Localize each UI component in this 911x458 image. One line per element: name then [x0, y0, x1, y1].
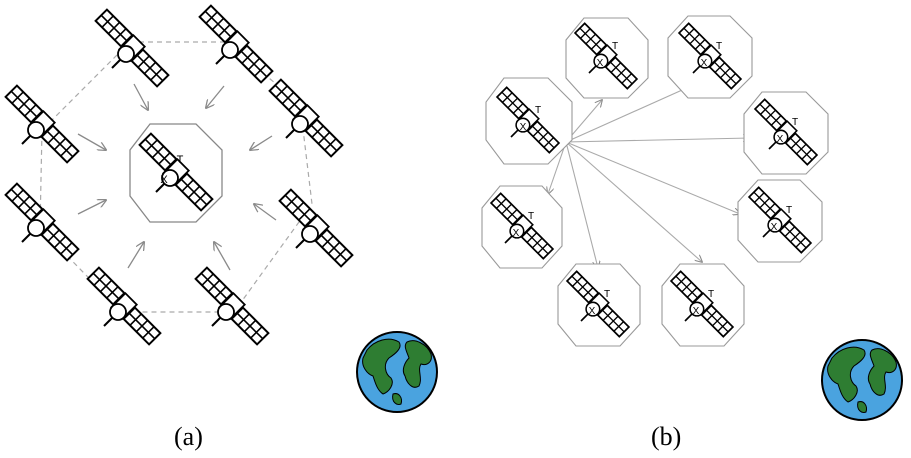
node: X T	[667, 15, 753, 99]
node-antenna-label: T	[612, 41, 618, 52]
node-marker: X	[520, 122, 527, 133]
node-marker: X	[701, 58, 708, 69]
node: X T	[565, 17, 649, 99]
earth-icon	[356, 331, 438, 413]
earth-icon	[821, 339, 903, 421]
node-source: X T	[485, 77, 573, 165]
node-antenna-label: T	[716, 41, 722, 52]
satellite-icon	[198, 4, 274, 84]
node-antenna-label: T	[604, 289, 610, 300]
node: X T	[743, 91, 829, 175]
node: X T	[737, 179, 823, 263]
node-marker: X	[771, 222, 778, 233]
node-marker: X	[777, 134, 784, 145]
node: X T	[481, 185, 563, 269]
node-antenna-label: T	[792, 117, 798, 128]
satellite-icon	[94, 8, 170, 88]
satellite-icon	[194, 266, 270, 346]
node-antenna-label: T	[528, 211, 534, 222]
satellite-icon	[4, 182, 80, 262]
inbound-arrows	[77, 83, 277, 271]
node-marker: X	[589, 306, 596, 317]
panel-b: X T X T X T X T X T	[481, 15, 903, 421]
panel-a: X T	[4, 4, 438, 413]
hub-antenna-label: T	[177, 154, 184, 166]
node-marker: X	[693, 306, 700, 317]
node-marker: X	[513, 228, 520, 239]
hub-marker: X	[160, 174, 168, 186]
node: X T	[557, 263, 641, 347]
node-marker: X	[597, 58, 604, 69]
satellite-icon	[268, 78, 344, 158]
caption-b: (b)	[651, 422, 682, 451]
outbound-arrows	[548, 82, 750, 268]
caption-a: (a)	[174, 422, 203, 451]
node-antenna-label: T	[786, 205, 792, 216]
node: X T	[661, 263, 745, 347]
satellite-icon	[278, 188, 354, 268]
satellite-icon	[86, 266, 162, 346]
node-antenna-label: T	[535, 105, 541, 116]
node-antenna-label: T	[708, 289, 714, 300]
